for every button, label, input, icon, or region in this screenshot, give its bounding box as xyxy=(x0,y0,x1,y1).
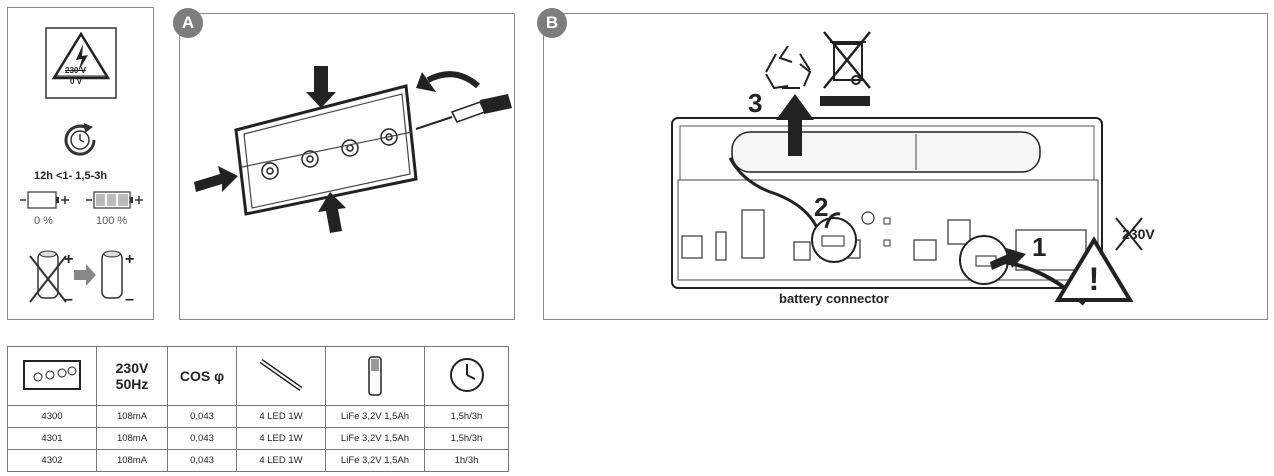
cell-led: 4 LED 1W xyxy=(236,405,326,428)
voltage-label: 230 V xyxy=(65,66,86,75)
battery-replace-icon: + – + – xyxy=(29,250,134,308)
charge-time-label: 12h <1- 1,5-3h xyxy=(34,170,108,182)
header-voltage: 230V 50Hz xyxy=(96,346,168,406)
cell-model: 4300 xyxy=(7,405,97,428)
zero-volt-label: 0 V xyxy=(70,77,83,86)
panel-a: A xyxy=(173,8,515,320)
high-voltage-warning-icon xyxy=(45,27,117,99)
crossed-voltage-label: 230V xyxy=(1122,226,1155,242)
step-1-label: 1 xyxy=(1032,232,1047,262)
arrow-bottom xyxy=(318,192,346,233)
step-3-label: 3 xyxy=(748,88,763,118)
cell-cos-phi: 0,043 xyxy=(167,405,237,428)
arrow-left xyxy=(194,166,238,192)
cell-led: 4 LED 1W xyxy=(236,449,326,472)
svg-text:!: ! xyxy=(1089,261,1100,297)
battery-cell-icon xyxy=(368,355,382,396)
header-fixture-icon-cell xyxy=(7,346,97,406)
cell-current: 108mA xyxy=(96,405,168,428)
svg-text:–: – xyxy=(125,291,134,308)
cell-battery: LiFe 3,2V 1,5Ah xyxy=(325,427,425,450)
recycle-icon xyxy=(765,45,812,90)
panel-a-badge: A xyxy=(173,8,203,38)
cell-battery: LiFe 3,2V 1,5Ah xyxy=(325,405,425,428)
cell-model: 4301 xyxy=(7,427,97,450)
panel-b: ! B 1 2 3 230V battery connector xyxy=(537,8,1268,320)
arrow-top xyxy=(306,66,336,108)
charge-clock-icon xyxy=(64,123,96,156)
full-percent-label: 100 % xyxy=(96,215,128,227)
panel-b-badge: B xyxy=(537,8,567,38)
battery-connector-caption: battery connector xyxy=(779,291,889,306)
cell-current: 108mA xyxy=(96,449,168,472)
battery-removal-diagram: ! xyxy=(671,31,1143,306)
header-cos-phi: COS φ xyxy=(167,346,237,406)
battery-empty-icon xyxy=(20,191,69,209)
warning-triangle-icon xyxy=(1054,236,1134,302)
clock-icon xyxy=(449,357,484,392)
header-clock-icon-cell xyxy=(424,346,509,406)
table-row: 4302 108mA 0,043 4 LED 1W LiFe 3,2V 1,5A… xyxy=(7,449,509,472)
led-tube-icon xyxy=(259,358,303,391)
cell-cos-phi: 0,043 xyxy=(167,427,237,450)
spec-header-row: 230V 50Hz COS φ xyxy=(7,346,509,406)
fixture-mounting-diagram xyxy=(194,66,512,233)
svg-text:+: + xyxy=(125,251,134,268)
table-row: 4300 108mA 0,043 4 LED 1W LiFe 3,2V 1,5A… xyxy=(7,405,509,428)
left-info-panel: 230 V 0 V 12h <1- 1,5-3h 0 % 100 % + xyxy=(7,7,154,320)
step-2-label: 2 xyxy=(814,192,829,222)
empty-percent-label: 0 % xyxy=(34,215,53,227)
header-battery-icon-cell xyxy=(325,346,425,406)
crossed-bin-icon xyxy=(823,31,871,89)
svg-text:+: + xyxy=(64,251,73,268)
table-row: 4301 108mA 0,043 4 LED 1W LiFe 3,2V 1,5A… xyxy=(7,427,509,450)
cell-autonomy: 1h/3h xyxy=(424,449,509,472)
cell-model: 4302 xyxy=(7,449,97,472)
cell-led: 4 LED 1W xyxy=(236,427,326,450)
cell-autonomy: 1,5h/3h xyxy=(424,405,509,428)
header-led-icon-cell xyxy=(236,346,326,406)
svg-text:–: – xyxy=(64,291,73,308)
cell-battery: LiFe 3,2V 1,5Ah xyxy=(325,449,425,472)
fixture-icon xyxy=(23,359,81,390)
spec-table: 230V 50Hz COS φ 4300 108mA 0,043 4 LED xyxy=(7,346,509,472)
cell-autonomy: 1,5h/3h xyxy=(424,427,509,450)
cell-cos-phi: 0,043 xyxy=(167,449,237,472)
battery-full-icon xyxy=(86,191,143,209)
cell-current: 108mA xyxy=(96,427,168,450)
